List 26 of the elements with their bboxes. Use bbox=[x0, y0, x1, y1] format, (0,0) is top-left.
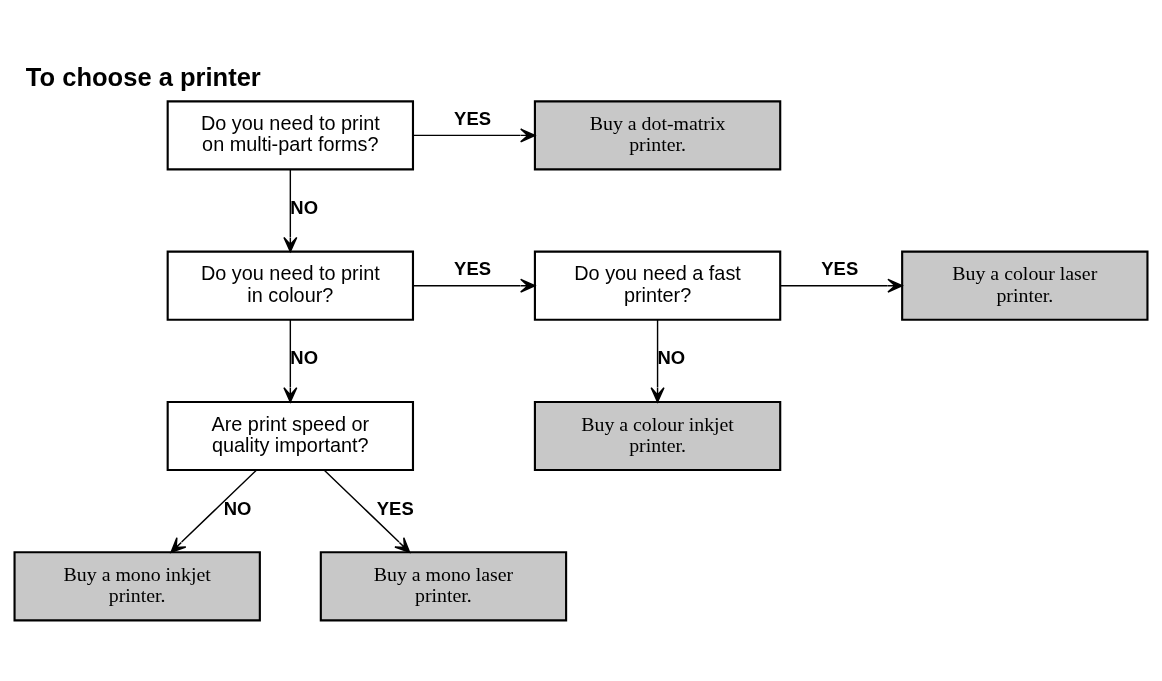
node-box: Buy a colour inkjet printer. bbox=[533, 400, 782, 471]
node-box: Buy a colour laser printer. bbox=[901, 250, 1149, 321]
edge-label: YES bbox=[821, 257, 859, 279]
edge-label: NO bbox=[290, 196, 318, 218]
diagram-title: To choose a printer bbox=[25, 62, 261, 91]
arrow bbox=[283, 168, 298, 252]
edge-label: YES bbox=[376, 497, 414, 519]
node-box: Do you need to print in colour? bbox=[166, 250, 415, 321]
node-box: Buy a mono inkjet printer. bbox=[13, 550, 261, 621]
node-box: Do you need a fast printer? bbox=[533, 250, 782, 321]
edge-label: YES bbox=[454, 257, 491, 279]
arrow bbox=[779, 278, 903, 293]
arrow bbox=[650, 318, 665, 403]
edge-label: YES bbox=[454, 107, 491, 129]
arrow bbox=[412, 278, 536, 293]
arrow bbox=[323, 468, 411, 553]
arrow bbox=[412, 127, 536, 142]
arrow bbox=[170, 468, 258, 553]
arrow bbox=[283, 318, 298, 403]
node-box: Buy a dot-matrix printer. bbox=[533, 99, 782, 170]
node-box: Do you need to print on multi-part forms? bbox=[166, 99, 415, 170]
node-box: Buy a mono laser printer. bbox=[319, 550, 568, 621]
node-box: Are print speed or quality important? bbox=[166, 400, 415, 471]
edge-label: NO bbox=[223, 497, 252, 519]
edge-label: NO bbox=[657, 346, 686, 368]
edge-label: NO bbox=[290, 346, 318, 368]
